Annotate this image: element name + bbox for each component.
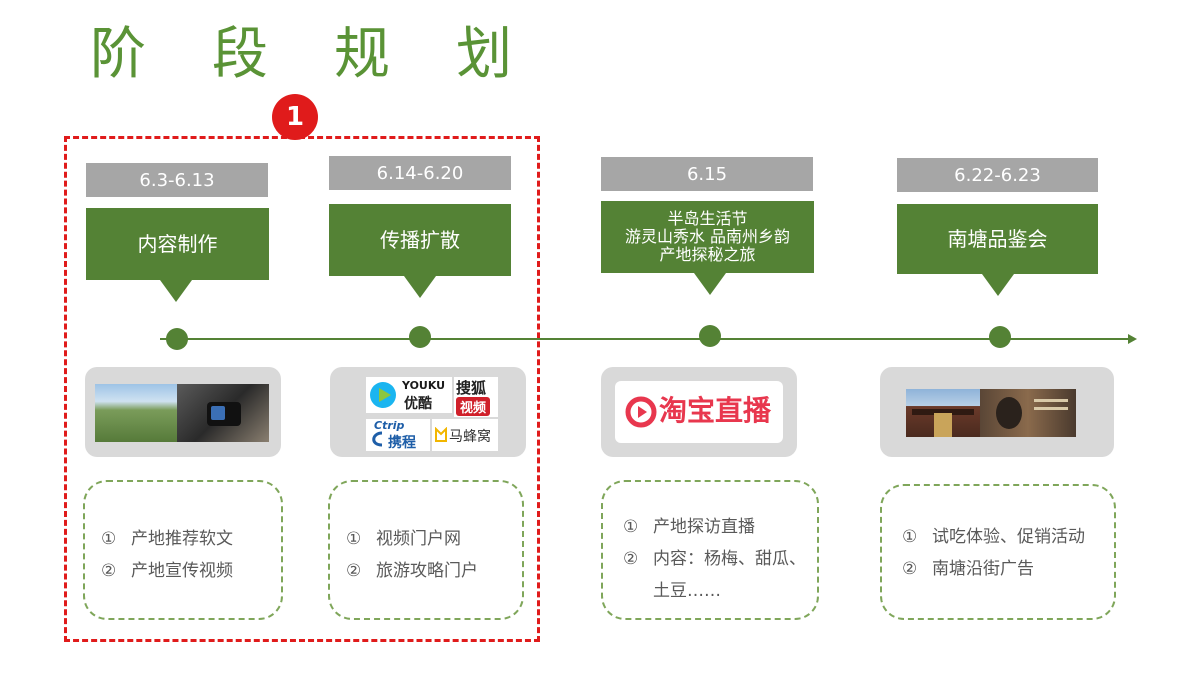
youku-text: YOUKU xyxy=(402,379,446,392)
timeline-line xyxy=(160,338,1130,340)
street-gate-photo xyxy=(906,389,980,437)
stage-title-line: 传播扩散 xyxy=(380,228,460,252)
step-badge: 1 xyxy=(272,94,318,140)
content-box: ① 试吃体验、促销活动 ② 南塘沿街广告 xyxy=(880,484,1116,620)
stage-title-line: 半岛生活节 xyxy=(667,209,748,228)
media-panel xyxy=(880,367,1114,457)
ctrip-cn-text: 携程 xyxy=(388,435,416,451)
media-panel: YOUKU 优酷 搜狐 视频 Ctrip 携程 马蜂窝 xyxy=(330,367,526,457)
mafengwo-logo: 马蜂窝 xyxy=(432,419,498,451)
taobao-live-text: 淘宝直播 xyxy=(659,394,772,427)
list-item-number: ① xyxy=(101,529,117,549)
stage-date: 6.15 xyxy=(601,157,813,191)
list-item: ② 旅游攻略门户 xyxy=(346,556,478,581)
sohu-video-text: 视频 xyxy=(456,397,491,416)
list-item-number: ② xyxy=(346,561,362,581)
title-char: 规 xyxy=(334,22,456,87)
ctrip-text: Ctrip xyxy=(374,419,405,432)
list-item: ② 内容：杨梅、甜瓜、 xyxy=(623,544,806,569)
list-item: ② 产地宣传视频 xyxy=(101,556,233,581)
list-item: ② 南塘沿街广告 xyxy=(902,554,1034,579)
timeline-arrowhead xyxy=(1128,334,1137,344)
stage-date: 6.22-6.23 xyxy=(897,158,1098,192)
youku-logo: YOUKU 优酷 xyxy=(366,377,452,413)
stage-title: 内容制作 xyxy=(86,208,269,280)
list-item-number: ② xyxy=(623,549,639,569)
content-box: ① 产地推荐软文 ② 产地宣传视频 xyxy=(83,480,283,620)
stage-date: 6.14-6.20 xyxy=(329,156,511,190)
ctrip-swoosh-icon xyxy=(372,431,383,447)
media-panel xyxy=(85,367,281,457)
list-item-text: 土豆…… xyxy=(653,581,721,601)
mafengwo-icon xyxy=(435,427,447,442)
list-item-text: 旅游攻略门户 xyxy=(376,561,478,581)
title-char: 划 xyxy=(456,22,578,87)
ctrip-logo: Ctrip 携程 xyxy=(366,419,430,451)
timeline-node xyxy=(409,326,431,348)
list-item-number: ① xyxy=(346,529,362,549)
list-item: ① 试吃体验、促销活动 xyxy=(902,522,1085,547)
list-item-number: ② xyxy=(101,561,117,581)
camera-photo xyxy=(177,384,269,442)
stage-date: 6.3-6.13 xyxy=(86,163,268,197)
list-item: ① 视频门户网 xyxy=(346,524,461,549)
list-item-text: 视频门户网 xyxy=(376,529,461,549)
stage-pointer xyxy=(982,274,1014,296)
media-panel: 淘宝直播 xyxy=(601,367,797,457)
stage-title: 传播扩散 xyxy=(329,204,511,276)
sohu-text: 搜狐 xyxy=(456,379,487,397)
youku-play-icon xyxy=(370,382,396,408)
list-item: 土豆…… xyxy=(623,576,721,601)
youku-cn-text: 优酷 xyxy=(404,396,432,412)
billboard-photo xyxy=(980,389,1076,437)
stage-pointer xyxy=(694,273,726,295)
mafengwo-text: 马蜂窝 xyxy=(449,429,491,445)
content-box: ① 视频门户网 ② 旅游攻略门户 xyxy=(328,480,524,620)
stage-title: 半岛生活节 游灵山秀水 品南州乡韵 产地探秘之旅 xyxy=(601,201,814,273)
taobao-live-icon xyxy=(625,396,657,428)
stage-pointer xyxy=(404,276,436,298)
content-box: ① 产地探访直播 ② 内容：杨梅、甜瓜、 土豆…… xyxy=(601,480,819,620)
stage-title-line: 内容制作 xyxy=(137,232,218,256)
list-item: ① 产地探访直播 xyxy=(623,512,755,537)
timeline-node xyxy=(699,325,721,347)
list-item-text: 产地探访直播 xyxy=(653,517,755,537)
page-title: 阶段规划 xyxy=(90,20,578,90)
taobao-live-logo: 淘宝直播 xyxy=(615,381,783,443)
list-item-text: 产地宣传视频 xyxy=(131,561,233,581)
list-item-text: 试吃体验、促销活动 xyxy=(932,527,1085,547)
list-item-number: ① xyxy=(902,527,918,547)
sohu-video-logo: 搜狐 视频 xyxy=(454,377,498,417)
stage-title-line: 南塘品鉴会 xyxy=(947,227,1048,251)
stage-title-line: 游灵山秀水 品南州乡韵 xyxy=(624,227,791,246)
list-item: ① 产地推荐软文 xyxy=(101,524,233,549)
title-char: 阶 xyxy=(90,22,212,87)
list-item-text: 南塘沿街广告 xyxy=(932,559,1034,579)
stage-pointer xyxy=(160,280,192,302)
list-item-text: 产地推荐软文 xyxy=(131,529,233,549)
list-item-number: ① xyxy=(623,517,639,537)
landscape-photo xyxy=(95,384,177,442)
stage-title: 南塘品鉴会 xyxy=(897,204,1098,274)
title-char: 段 xyxy=(212,22,334,87)
list-item-text: 内容：杨梅、甜瓜、 xyxy=(653,549,806,569)
timeline-node xyxy=(166,328,188,350)
stage-title-line: 产地探秘之旅 xyxy=(659,245,756,264)
timeline-node xyxy=(989,326,1011,348)
list-item-number: ② xyxy=(902,559,918,579)
